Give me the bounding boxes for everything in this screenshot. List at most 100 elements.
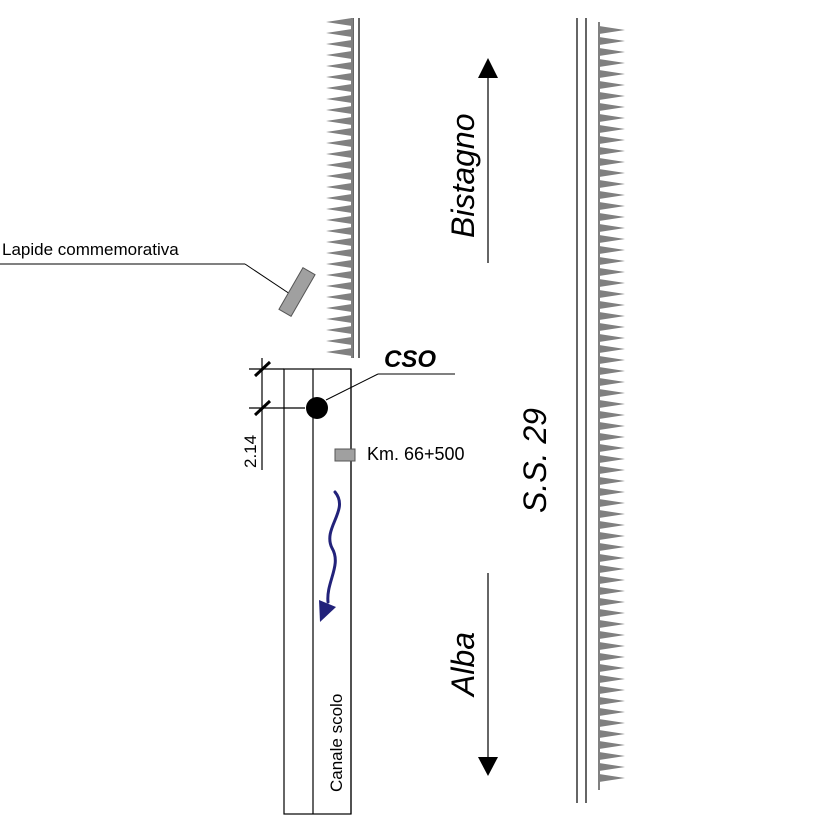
embankment-spike [599, 301, 625, 309]
embankment-spike [599, 323, 625, 331]
embankment-spike [599, 345, 625, 353]
embankment-spike [326, 315, 352, 323]
embankment-spike [599, 125, 625, 133]
embankment-spike [326, 260, 352, 268]
embankment-spike [599, 312, 625, 320]
embankment-spike [599, 686, 625, 694]
embankment-spike [326, 337, 352, 345]
embankment-spike [599, 268, 625, 276]
cso-point [306, 373, 455, 419]
embankment-spike [599, 103, 625, 111]
embankment-spike [599, 169, 625, 177]
canal [283, 368, 352, 815]
embankment-spike [599, 59, 625, 67]
embankment-spike [599, 356, 625, 364]
embankment-spike [326, 128, 352, 136]
embankment-spike [599, 532, 625, 540]
embankment-spike [599, 279, 625, 287]
embankment-spike [599, 92, 625, 100]
embankment-spike [599, 367, 625, 375]
embankment-spike [599, 136, 625, 144]
embankment-spike [599, 620, 625, 628]
embankment-spike [599, 554, 625, 562]
embankment-spike [599, 378, 625, 386]
embankment-spike [599, 521, 625, 529]
embankment-spike [599, 488, 625, 496]
embankment-spike [599, 499, 625, 507]
embankment-spike [599, 70, 625, 78]
embankment-spike [599, 202, 625, 210]
embankment-spike [599, 158, 625, 166]
embankment-spike [599, 774, 625, 782]
left-embankment-hatching [326, 18, 353, 358]
embankment-spike [326, 282, 352, 290]
arrow-up-icon [478, 58, 498, 263]
embankment-spike [599, 235, 625, 243]
embankment-spike [599, 147, 625, 155]
embankment-spike [326, 194, 352, 202]
embankment-spike [326, 205, 352, 213]
embankment-spike [599, 653, 625, 661]
embankment-spike [599, 730, 625, 738]
embankment-spike [599, 708, 625, 716]
embankment-spike [599, 213, 625, 221]
embankment-spike [599, 422, 625, 430]
flow-direction-arrow-icon [319, 490, 342, 622]
embankment-spike [599, 598, 625, 606]
lapide-label: Lapide commemorativa [2, 240, 179, 259]
embankment-spike [326, 348, 352, 356]
embankment-spike [599, 763, 625, 771]
embankment-spike [599, 477, 625, 485]
embankment-spike [326, 249, 352, 257]
embankment-spike [599, 642, 625, 650]
embankment-spike [599, 400, 625, 408]
embankment-spike [326, 29, 352, 37]
embankment-spike [326, 172, 352, 180]
cso-label: CSO [384, 346, 436, 373]
embankment-spike [599, 675, 625, 683]
embankment-spike [326, 62, 352, 70]
embankment-spike [599, 37, 625, 45]
canal-label: Canale scolo [327, 694, 346, 792]
embankment-spike [326, 227, 352, 235]
embankment-spike [599, 543, 625, 551]
left-road-edge [352, 18, 360, 358]
embankment-spike [599, 587, 625, 595]
embankment-spike [599, 565, 625, 573]
embankment-spike [326, 106, 352, 114]
embankment-spike [326, 293, 352, 301]
embankment-spike [599, 180, 625, 188]
km-marker [334, 448, 356, 462]
embankment-spike [326, 326, 352, 334]
embankment-spike [326, 40, 352, 48]
embankment-spike [599, 334, 625, 342]
embankment-spike [599, 411, 625, 419]
embankment-spike [599, 752, 625, 760]
embankment-spike [326, 73, 352, 81]
embankment-spike [326, 51, 352, 59]
embankment-spike [326, 183, 352, 191]
north-town-label: Bistagno [445, 113, 481, 238]
embankment-spike [326, 304, 352, 312]
embankment-spike [599, 389, 625, 397]
south-town-label: Alba [445, 632, 481, 698]
embankment-spike [599, 576, 625, 584]
embankment-spike [326, 216, 352, 224]
road-name: S.S. 29 [517, 408, 553, 513]
embankment-spike [326, 238, 352, 246]
embankment-spike [599, 224, 625, 232]
embankment-spike [599, 697, 625, 705]
km-label: Km. 66+500 [367, 444, 465, 464]
embankment-spike [599, 609, 625, 617]
embankment-spike [326, 84, 352, 92]
embankment-spike [326, 139, 352, 147]
dimension-label: 2.14 [241, 435, 260, 468]
embankment-spike [599, 191, 625, 199]
dimension-line [249, 358, 305, 470]
embankment-spike [599, 719, 625, 727]
embankment-spike [326, 95, 352, 103]
embankment-spike [599, 455, 625, 463]
right-embankment-hatching [598, 22, 625, 790]
embankment-spike [599, 466, 625, 474]
